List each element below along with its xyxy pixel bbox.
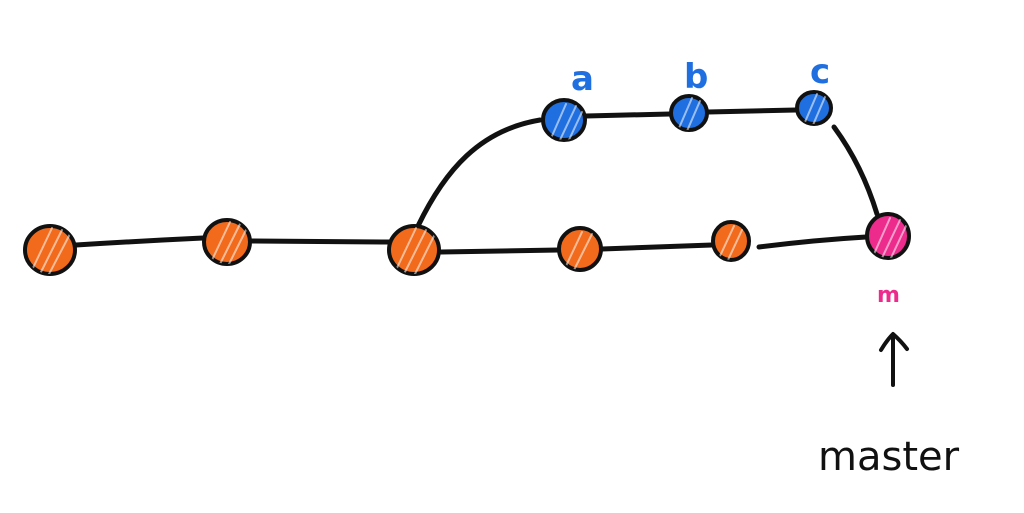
edge-main-5 (756, 234, 869, 250)
edge-main-3 (438, 247, 562, 255)
edge-main-2 (248, 238, 392, 245)
commit-edges (73, 107, 880, 255)
commit-node-merge (865, 212, 911, 260)
edge-branch-out (415, 117, 543, 229)
commit-label-b: b (684, 57, 708, 97)
edge-main-1 (73, 235, 206, 248)
commit-label-m: m (877, 283, 900, 308)
edge-b-c (705, 107, 799, 115)
commit-node-main-2 (202, 218, 252, 266)
commit-node-main-1 (23, 224, 77, 276)
branch-label-master: master (818, 434, 960, 480)
branch-pointer-arrow-icon (879, 332, 909, 387)
commit-node-a (541, 98, 587, 142)
commit-node-main-4 (557, 226, 603, 272)
commit-label-a: a (571, 59, 594, 99)
commit-node-main-3 (387, 224, 441, 276)
edge-main-4 (599, 242, 715, 252)
commit-node-main-5 (711, 220, 751, 262)
commit-node-c (795, 90, 833, 126)
edge-c-merge (831, 124, 880, 217)
commit-label-c: c (810, 52, 830, 92)
commit-node-b (669, 94, 709, 132)
edge-a-b (583, 111, 673, 119)
